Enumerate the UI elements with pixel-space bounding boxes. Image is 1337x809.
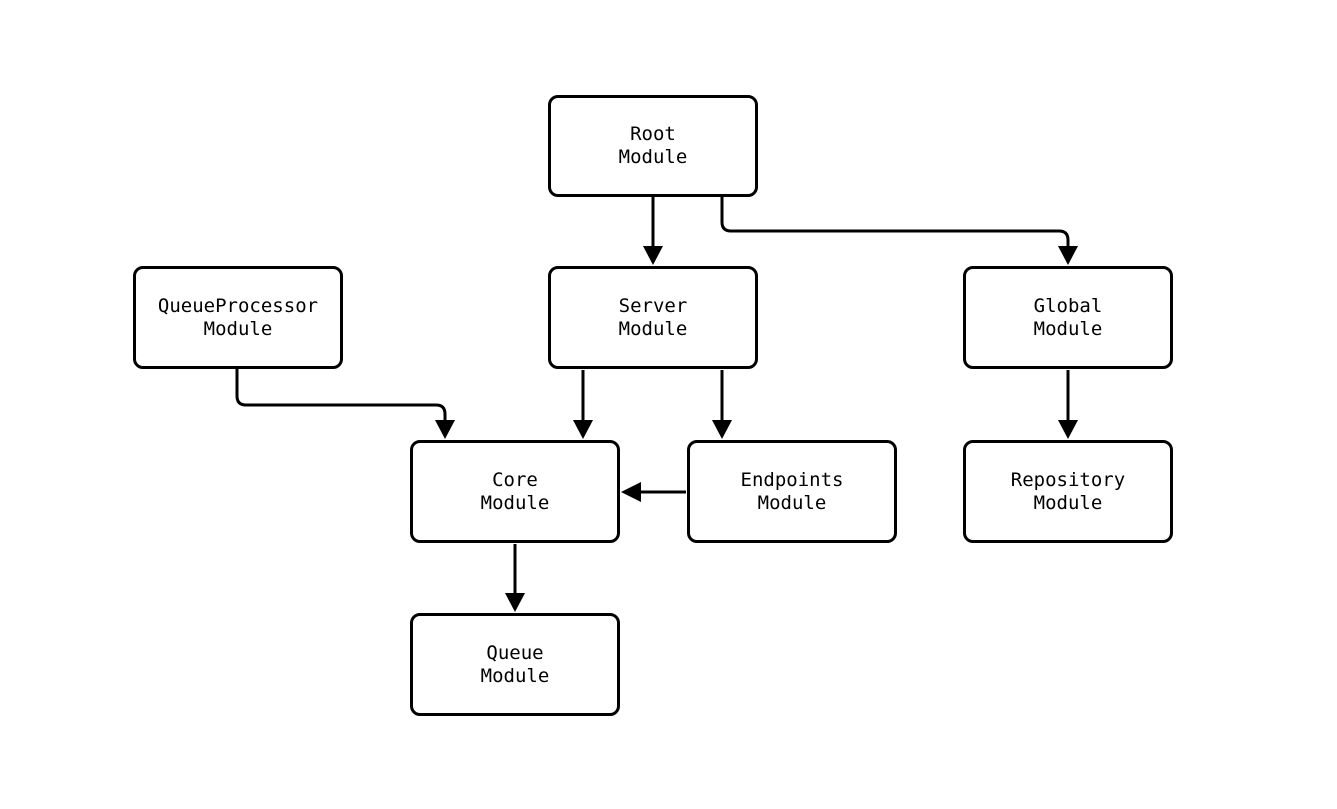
node-global-module-name: Global xyxy=(1033,294,1103,317)
node-core-module-suffix: Module xyxy=(480,491,550,514)
node-core-module[interactable]: Core Module xyxy=(410,440,620,543)
node-repository-module-name: Repository xyxy=(1010,468,1126,491)
node-endpoints-module-name: Endpoints xyxy=(740,468,844,491)
edge-root-server xyxy=(643,197,663,265)
edge-core-queue xyxy=(505,544,525,612)
node-queueprocessor-module[interactable]: QueueProcessor Module xyxy=(133,266,343,369)
node-root-module-suffix: Module xyxy=(618,146,688,168)
node-queue-module[interactable]: Queue Module xyxy=(410,613,620,716)
node-server-module-suffix: Module xyxy=(618,317,688,340)
node-endpoints-module-suffix: Module xyxy=(757,491,827,514)
node-queue-module-name: Queue xyxy=(486,641,544,664)
edge-global-repository xyxy=(1058,370,1078,439)
node-server-module[interactable]: Server Module xyxy=(548,266,758,369)
node-repository-module-suffix: Module xyxy=(1033,491,1103,514)
edge-server-endpoints xyxy=(712,370,732,439)
node-root-module-name: Root xyxy=(630,123,676,145)
node-endpoints-module[interactable]: Endpoints Module xyxy=(687,440,897,543)
node-queueprocessor-module-suffix: Module xyxy=(203,317,273,340)
edge-endpoints-core xyxy=(621,482,686,502)
edge-root-global xyxy=(720,195,1078,265)
node-root-module[interactable]: Root Module xyxy=(548,95,758,197)
node-core-module-name: Core xyxy=(492,468,538,491)
node-queue-module-suffix: Module xyxy=(480,664,550,687)
node-repository-module[interactable]: Repository Module xyxy=(963,440,1173,543)
node-server-module-name: Server xyxy=(618,294,688,317)
node-global-module-suffix: Module xyxy=(1033,317,1103,340)
edge-queueprocessor-core xyxy=(235,368,455,439)
edge-server-core xyxy=(573,370,593,439)
node-queueprocessor-module-name: QueueProcessor xyxy=(157,294,319,317)
node-global-module[interactable]: Global Module xyxy=(963,266,1173,369)
